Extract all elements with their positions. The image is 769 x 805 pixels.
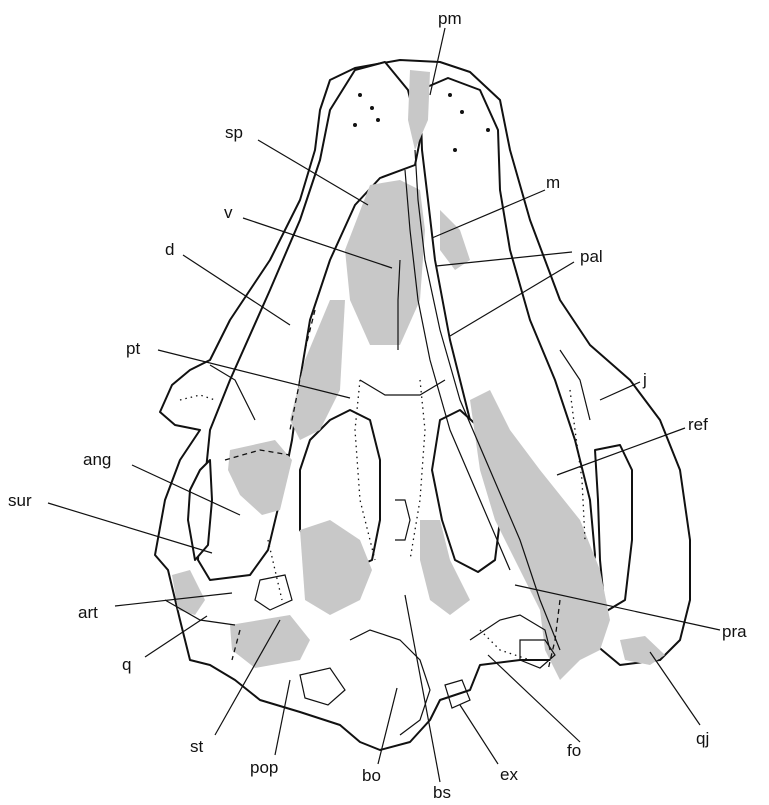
label-fo: fo (567, 741, 581, 760)
label-st: st (190, 737, 204, 756)
label-bo: bo (362, 766, 381, 785)
label-sur: sur (8, 491, 32, 510)
label-pm: pm (438, 9, 462, 28)
label-ex: ex (500, 765, 518, 784)
leader-qj (650, 652, 700, 725)
label-sp: sp (225, 123, 243, 142)
label-ref: ref (688, 415, 708, 434)
label-pt: pt (126, 339, 140, 358)
label-pal: pal (580, 247, 603, 266)
label-art: art (78, 603, 98, 622)
label-m: m (546, 173, 560, 192)
label-j: j (642, 370, 647, 389)
label-v: v (224, 203, 233, 222)
label-d: d (165, 240, 174, 259)
label-qj: qj (696, 729, 709, 748)
leader-ex (460, 705, 498, 764)
label-pop: pop (250, 758, 278, 777)
label-q: q (122, 655, 131, 674)
label-bs: bs (433, 783, 451, 802)
label-ang: ang (83, 450, 111, 469)
label-pra: pra (722, 622, 747, 641)
